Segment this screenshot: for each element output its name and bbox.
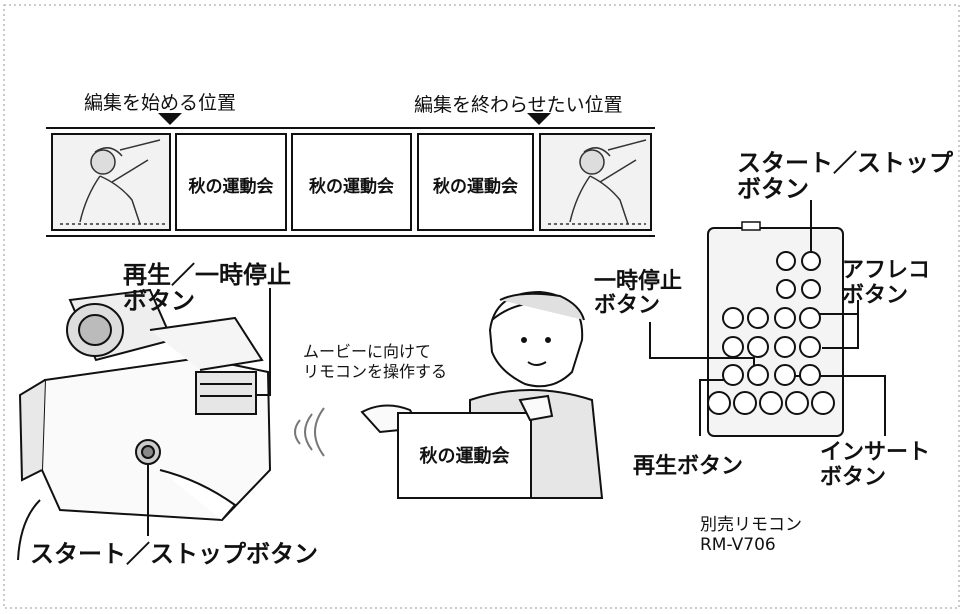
remote-button xyxy=(774,336,796,358)
remote-start-stop-label: スタート／ストップ ボタン xyxy=(737,150,953,202)
frame-title-text-3: 秋の運動会 xyxy=(433,177,518,197)
remote-button-play xyxy=(722,364,744,386)
instruction-line2: リモコンを操作する xyxy=(303,362,448,381)
frame-title-3 xyxy=(417,133,534,231)
end-marker-icon xyxy=(527,113,551,125)
remote-insert-label: インサート ボタン xyxy=(820,440,930,490)
remote-pause-line2: ボタン xyxy=(594,293,661,318)
person-with-sign xyxy=(360,290,604,499)
remote-insert-line1: インサート xyxy=(820,440,931,465)
remote-insert-line2: ボタン xyxy=(820,465,887,490)
frame-title-2 xyxy=(291,133,412,231)
remote-play-label: 再生ボタン xyxy=(633,454,744,479)
remote-button xyxy=(799,336,821,358)
instruction-text: ムービーに向けて リモコンを操作する xyxy=(303,342,447,382)
remote-button xyxy=(785,391,809,415)
remote-model-number: RM-V706 xyxy=(700,535,776,555)
remote-button xyxy=(733,391,757,415)
remote-button xyxy=(774,307,796,329)
remote-button-start-stop xyxy=(801,251,821,271)
remote-start-stop-line1: スタート／ストップ xyxy=(737,149,953,177)
remote-signal-icon xyxy=(294,407,325,457)
remote-dub-line2: ボタン xyxy=(842,283,909,308)
remote-dub-line1: アフレコ xyxy=(842,258,931,283)
film-strip xyxy=(46,113,655,237)
camcorder xyxy=(17,288,272,561)
camcorder-play-pause-label: 再生／一時停止 ボタン xyxy=(123,262,291,314)
remote-button xyxy=(747,307,769,329)
remote-button xyxy=(722,307,744,329)
remote-button xyxy=(747,336,769,358)
remote-caption: 別売リモコン RM-V706 xyxy=(700,515,802,555)
remote-buttons xyxy=(707,251,835,415)
remote-button-dub xyxy=(799,307,821,329)
remote-button xyxy=(759,391,783,415)
remote-caption-line1: 別売リモコン xyxy=(700,515,802,535)
remote-button-insert xyxy=(799,364,821,386)
frame-title-text-2: 秋の運動会 xyxy=(309,177,394,197)
camcorder-play-pause-label-line1: 再生／一時停止 xyxy=(123,261,291,289)
instruction-line1: ムービーに向けて xyxy=(303,342,432,361)
remote-start-stop-line2: ボタン xyxy=(737,175,809,203)
batter-sketch-2 xyxy=(548,139,647,225)
remote-pause-line1: 一時停止 xyxy=(594,269,683,294)
remote-pause-label: 一時停止 ボタン xyxy=(594,270,682,318)
camcorder-leaders xyxy=(147,288,271,536)
start-position-label: 編集を始める位置 xyxy=(84,92,237,114)
sign-board xyxy=(397,412,532,499)
remote-button xyxy=(776,251,796,271)
remote-button xyxy=(774,364,796,386)
camcorder-start-stop-label: スタート／ストップボタン xyxy=(30,540,318,568)
remote-button xyxy=(811,391,835,415)
remote-button xyxy=(776,279,796,299)
remote-dub-label: アフレコ ボタン xyxy=(842,258,930,308)
remote-button xyxy=(722,336,744,358)
start-marker-icon xyxy=(158,113,182,125)
camcorder-play-pause-label-line2: ボタン xyxy=(123,287,195,315)
page-border xyxy=(3,4,960,609)
frame-title-1 xyxy=(175,133,287,231)
sign-text: 秋の運動会 xyxy=(419,446,510,467)
remote-button-pause xyxy=(747,364,769,386)
batter-sketch-1 xyxy=(60,139,165,225)
remote-button xyxy=(707,391,731,415)
remote-button xyxy=(801,279,821,299)
end-position-label: 編集を終わらせたい位置 xyxy=(414,94,623,116)
frame-title-text-1: 秋の運動会 xyxy=(188,177,274,197)
